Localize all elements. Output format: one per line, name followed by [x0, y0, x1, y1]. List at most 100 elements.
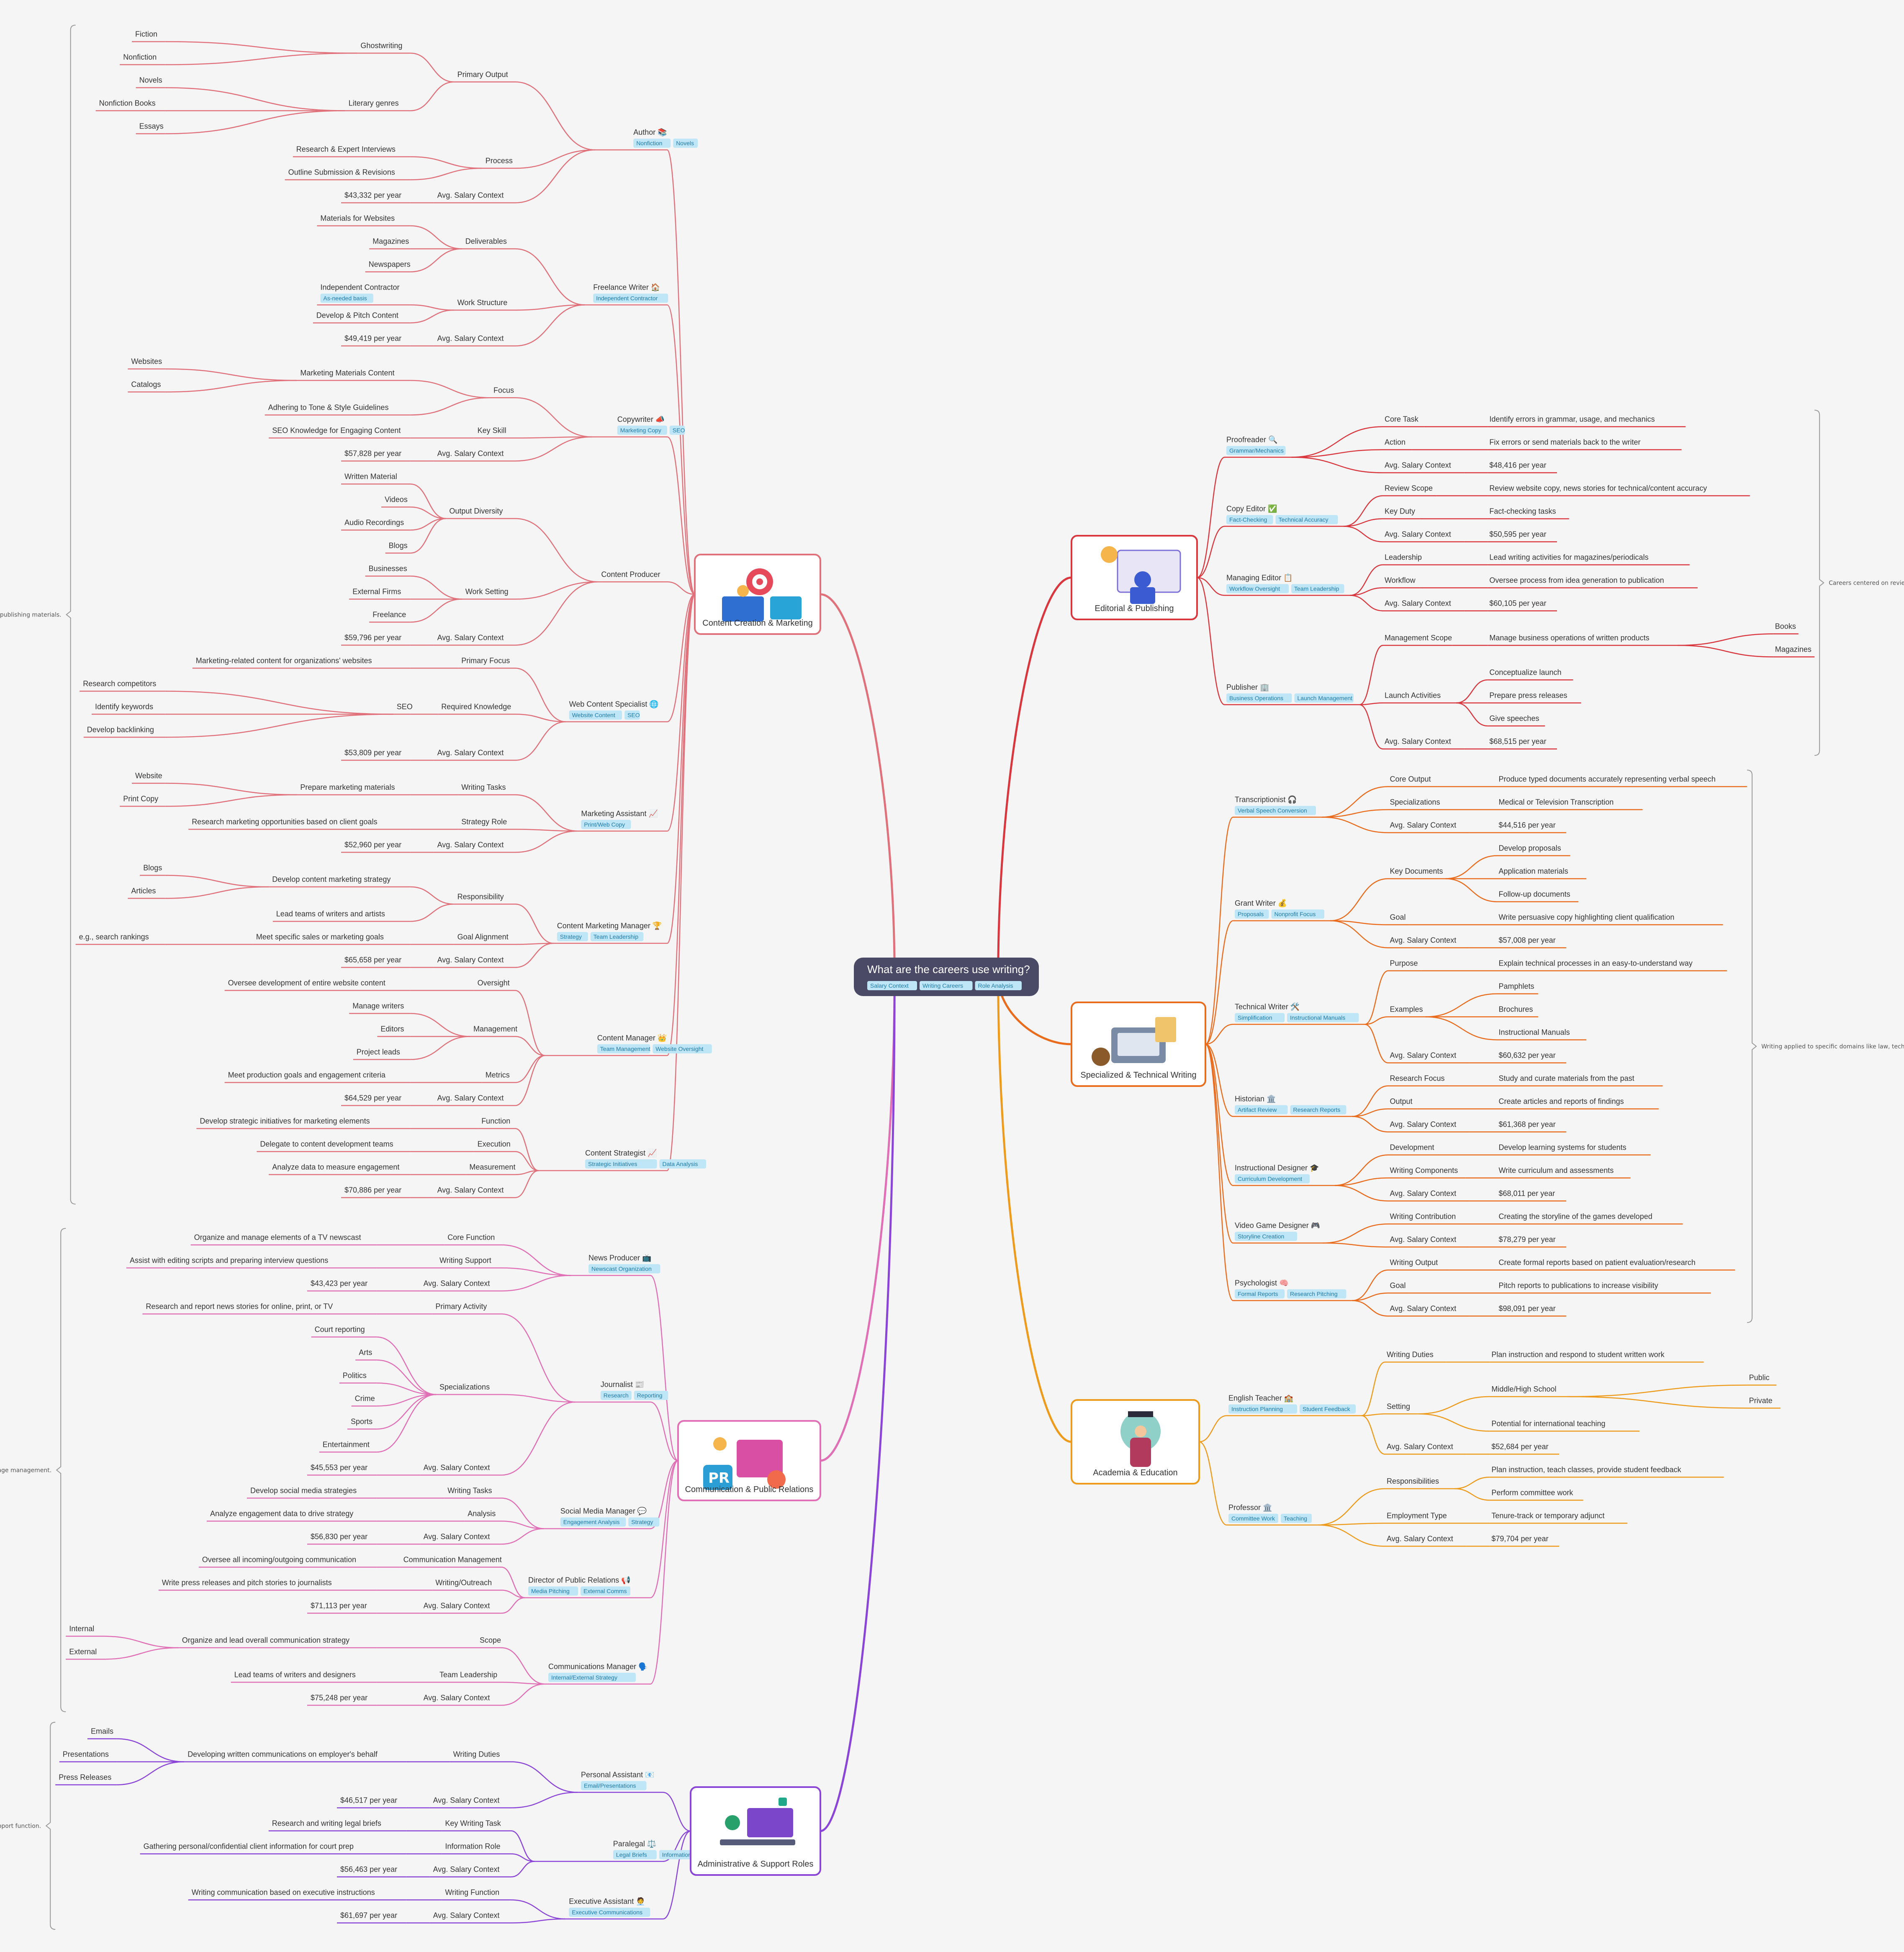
node-medical-or-television-transcription[interactable]: Medical or Television Transcription [1499, 798, 1614, 806]
node-delegate-to-content-development-teams[interactable]: Delegate to content development teams [260, 1140, 393, 1148]
node-communication-management[interactable]: Communication Management [403, 1556, 502, 1564]
node-perform-committee-work[interactable]: Perform committee work [1491, 1489, 1573, 1497]
node-analysis[interactable]: Analysis [468, 1510, 496, 1518]
node-research-and-report-news-stories-for-onl[interactable]: Research and report news stories for onl… [146, 1302, 333, 1311]
node-avg-salary-context[interactable]: Avg. Salary Context [1387, 1535, 1453, 1543]
node-64-529-per-year[interactable]: $64,529 per year [344, 1094, 401, 1102]
node-48-416-per-year[interactable]: $48,416 per year [1489, 461, 1546, 470]
node-lead-teams-of-writers-and-designers[interactable]: Lead teams of writers and designers [234, 1671, 356, 1679]
node-develop-social-media-strategies[interactable]: Develop social media strategies [250, 1487, 357, 1495]
node-key-documents[interactable]: Key Documents [1390, 867, 1443, 876]
node-44-516-per-year[interactable]: $44,516 per year [1499, 821, 1556, 830]
node-60-105-per-year[interactable]: $60,105 per year [1489, 599, 1546, 608]
node-instructional-designer[interactable]: Instructional Designer 🎓Curriculum Devel… [1235, 1164, 1319, 1184]
node-developing-written-communications-on-emp[interactable]: Developing written communications on emp… [188, 1750, 378, 1759]
node-writing-duties[interactable]: Writing Duties [1387, 1351, 1434, 1359]
node-pamphlets[interactable]: Pamphlets [1499, 982, 1534, 991]
node-output-diversity[interactable]: Output Diversity [449, 507, 503, 515]
node-external-firms[interactable]: External Firms [352, 588, 401, 596]
node-specializations[interactable]: Specializations [1390, 798, 1440, 806]
node-information-role[interactable]: Information Role [445, 1842, 500, 1851]
node-75-248-per-year[interactable]: $75,248 per year [311, 1694, 367, 1702]
node-development[interactable]: Development [1390, 1143, 1434, 1152]
node-research-focus[interactable]: Research Focus [1390, 1074, 1445, 1083]
node-writing-tasks[interactable]: Writing Tasks [447, 1487, 492, 1495]
node-avg-salary-context[interactable]: Avg. Salary Context [437, 749, 504, 757]
node-avg-salary-context[interactable]: Avg. Salary Context [424, 1602, 490, 1610]
node-primary-activity[interactable]: Primary Activity [435, 1302, 487, 1311]
node-instructional-manuals[interactable]: Instructional Manuals [1499, 1028, 1570, 1037]
node-45-553-per-year[interactable]: $45,553 per year [311, 1464, 367, 1472]
node-content-producer[interactable]: Content Producer [601, 570, 660, 578]
node-writing-contribution[interactable]: Writing Contribution [1390, 1212, 1456, 1221]
node-write-curriculum-and-assessments[interactable]: Write curriculum and assessments [1499, 1166, 1614, 1175]
node-oversee-process-from-idea-generation-to-[interactable]: Oversee process from idea generation to … [1489, 576, 1664, 585]
node-editors[interactable]: Editors [380, 1025, 404, 1033]
node-manage-business-operations-of-written-pr[interactable]: Manage business operations of written pr… [1489, 634, 1649, 642]
node-61-368-per-year[interactable]: $61,368 per year [1499, 1120, 1556, 1129]
node-43-332-per-year[interactable]: $43,332 per year [344, 191, 401, 200]
node-prepare-press-releases[interactable]: Prepare press releases [1489, 691, 1567, 700]
node-output[interactable]: Output [1390, 1097, 1413, 1106]
node-transcriptionist[interactable]: Transcriptionist 🎧Verbal Speech Conversi… [1235, 795, 1316, 815]
node-create-articles-and-reports-of-findings[interactable]: Create articles and reports of findings [1499, 1097, 1624, 1106]
node-print-copy[interactable]: Print Copy [123, 795, 158, 803]
node-avg-salary-context[interactable]: Avg. Salary Context [1390, 1235, 1457, 1244]
node-develop-backlinking[interactable]: Develop backlinking [87, 726, 154, 734]
node-launch-activities[interactable]: Launch Activities [1385, 691, 1441, 700]
node-fiction[interactable]: Fiction [135, 30, 157, 39]
node-develop-learning-systems-for-students[interactable]: Develop learning systems for students [1499, 1143, 1626, 1152]
node-director-of-public-relations[interactable]: Director of Public Relations 📢Media Pitc… [528, 1576, 631, 1596]
node-57-008-per-year[interactable]: $57,008 per year [1499, 936, 1556, 945]
node-create-formal-reports-based-on-patient-e[interactable]: Create formal reports based on patient e… [1499, 1259, 1696, 1267]
node-avg-salary-context[interactable]: Avg. Salary Context [437, 191, 504, 200]
node-writing-output[interactable]: Writing Output [1390, 1259, 1438, 1267]
node-avg-salary-context[interactable]: Avg. Salary Context [433, 1796, 500, 1805]
node-review-scope[interactable]: Review Scope [1385, 484, 1433, 493]
node-develop-strategic-initiatives-for-market[interactable]: Develop strategic initiatives for market… [200, 1117, 370, 1125]
node-avg-salary-context[interactable]: Avg. Salary Context [1390, 1189, 1457, 1198]
node-nonfiction[interactable]: Nonfiction [123, 53, 157, 62]
node-68-011-per-year[interactable]: $68,011 per year [1499, 1189, 1555, 1198]
node-43-423-per-year[interactable]: $43,423 per year [311, 1279, 367, 1288]
node-social-media-manager[interactable]: Social Media Manager 💬Engagement Analysi… [560, 1507, 660, 1527]
node-news-producer[interactable]: News Producer 📺Newscast Organization [588, 1254, 660, 1274]
node-crime[interactable]: Crime [355, 1395, 375, 1403]
node-entertainment[interactable]: Entertainment [323, 1441, 370, 1449]
node-management[interactable]: Management [473, 1025, 517, 1033]
node-plan-instruction-teach-classes-provide-s[interactable]: Plan instruction, teach classes, provide… [1491, 1466, 1681, 1474]
node-responsibilities[interactable]: Responsibilities [1387, 1477, 1439, 1485]
node-avg-salary-context[interactable]: Avg. Salary Context [437, 634, 504, 642]
node-required-knowledge[interactable]: Required Knowledge [441, 703, 511, 711]
node-literary-genres[interactable]: Literary genres [349, 99, 399, 108]
node-assist-with-editing-scripts-and-preparin[interactable]: Assist with editing scripts and preparin… [130, 1256, 328, 1265]
node-avg-salary-context[interactable]: Avg. Salary Context [437, 449, 504, 458]
node-avg-salary-context[interactable]: Avg. Salary Context [437, 1094, 504, 1102]
node-marketing-related-content-for-organizati[interactable]: Marketing-related content for organizati… [196, 657, 372, 665]
node-goal-alignment[interactable]: Goal Alignment [457, 933, 509, 941]
node-70-886-per-year[interactable]: $70,886 per year [344, 1186, 401, 1194]
node-identify-keywords[interactable]: Identify keywords [95, 703, 153, 711]
node-identify-errors-in-grammar-usage-and-mec[interactable]: Identify errors in grammar, usage, and m… [1489, 415, 1655, 424]
node-employment-type[interactable]: Employment Type [1387, 1512, 1447, 1520]
node-avg-salary-context[interactable]: Avg. Salary Context [424, 1279, 490, 1288]
node-meet-specific-sales-or-marketing-goals[interactable]: Meet specific sales or marketing goals [256, 933, 384, 941]
node-strategy-role[interactable]: Strategy Role [461, 818, 507, 826]
node-audio-recordings[interactable]: Audio Recordings [344, 519, 404, 527]
node-personal-assistant[interactable]: Personal Assistant 📧Email/Presentations [581, 1771, 655, 1790]
node-responsibility[interactable]: Responsibility [457, 892, 504, 901]
node-avg-salary-context[interactable]: Avg. Salary Context [437, 334, 504, 343]
node-key-duty[interactable]: Key Duty [1385, 507, 1415, 516]
node-marketing-materials-content[interactable]: Marketing Materials Content [300, 369, 394, 377]
node-seo[interactable]: SEO [397, 703, 413, 711]
